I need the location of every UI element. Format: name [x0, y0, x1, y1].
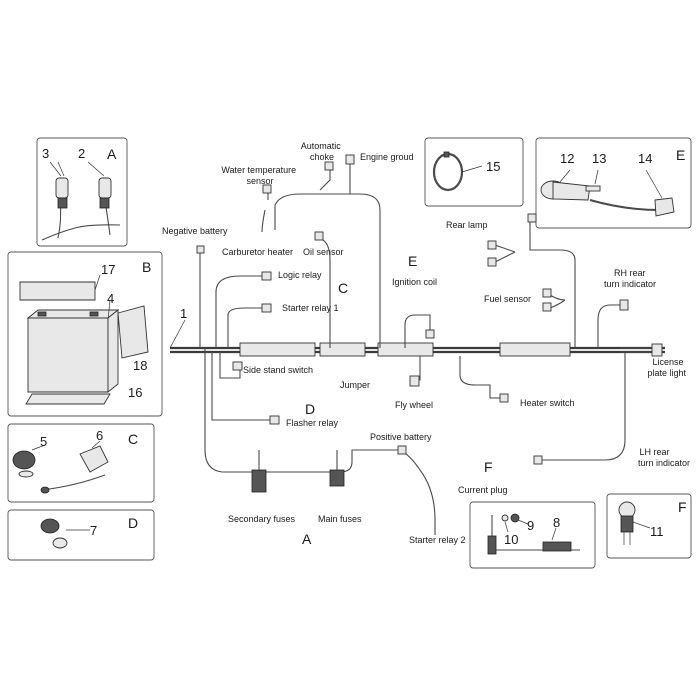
label-automatic-choke: Automatic choke — [301, 141, 344, 162]
part-number-17: 17 — [101, 262, 115, 277]
label-negative-battery: Negative battery — [162, 226, 228, 236]
inset-box-a — [36, 137, 128, 247]
label-lh-rear-line2: turn indicator — [638, 458, 690, 468]
part-number-16: 16 — [128, 385, 142, 400]
section-letter-b: B — [142, 259, 151, 275]
label-rh-rear-line1: RH rear — [614, 268, 646, 278]
label-starter-relay-1: Starter relay 1 — [282, 303, 339, 313]
label-water-temp-line2: sensor — [246, 176, 273, 186]
main-harness — [169, 154, 665, 535]
harness-letter-d: D — [305, 401, 315, 417]
label-jumper: Jumper — [340, 380, 370, 390]
label-positive-battery: Positive battery — [370, 432, 432, 442]
label-automatic-choke-line2: choke — [310, 152, 334, 162]
part-number-11: 11 — [650, 524, 664, 539]
section-letter-e: E — [676, 147, 685, 163]
label-license-line1: License — [652, 357, 683, 367]
label-starter-relay-2: Starter relay 2 — [409, 535, 466, 545]
inset-box-b — [7, 251, 163, 417]
label-license-line2: plate light — [647, 368, 686, 378]
label-rh-rear-line2: turn indicator — [604, 279, 656, 289]
label-fuel-sensor: Fuel sensor — [484, 294, 531, 304]
part-number-12: 12 — [560, 151, 574, 166]
label-engine-ground: Engine groud — [360, 152, 414, 162]
section-letter-a: A — [107, 146, 117, 162]
label-water-temp-sensor: Water temperature sensor — [221, 165, 298, 186]
harness-letter-c: C — [338, 280, 348, 296]
part-number-1: 1 — [180, 306, 187, 321]
label-rear-lamp: Rear lamp — [446, 220, 488, 230]
part-number-7: 7 — [90, 523, 97, 538]
section-letter-c: C — [128, 431, 138, 447]
inset-box-c — [7, 423, 155, 503]
inset-box-d — [7, 509, 155, 561]
part-number-14: 14 — [638, 151, 652, 166]
label-rh-rear-turn: RH rear turn indicator — [604, 268, 656, 289]
part-number-15: 15 — [486, 159, 500, 174]
label-lh-rear-turn: LH rear turn indicator — [638, 447, 690, 468]
part-number-10: 10 — [504, 532, 518, 547]
part-number-13: 13 — [592, 151, 606, 166]
section-letter-d: D — [128, 515, 138, 531]
inset-box-f-small — [469, 501, 596, 569]
label-flasher-relay: Flasher relay — [286, 418, 339, 428]
label-automatic-choke-line1: Automatic — [301, 141, 342, 151]
label-license-plate-light: License plate light — [647, 357, 686, 378]
label-current-plug: Current plug — [458, 485, 508, 495]
part-number-18: 18 — [133, 358, 147, 373]
label-logic-relay: Logic relay — [278, 270, 322, 280]
inset-box-e — [535, 137, 692, 229]
label-carburetor-heater: Carburetor heater — [222, 247, 293, 257]
harness-letter-f: F — [484, 459, 493, 475]
harness-letter-a: A — [302, 531, 312, 547]
part-number-6: 6 — [96, 428, 103, 443]
label-water-temp-line1: Water temperature — [221, 165, 296, 175]
part-number-5: 5 — [40, 434, 47, 449]
label-secondary-fuses: Secondary fuses — [228, 514, 296, 524]
part-number-3: 3 — [42, 146, 49, 161]
harness-letter-e: E — [408, 253, 417, 269]
part-number-2: 2 — [78, 146, 85, 161]
label-heater-switch: Heater switch — [520, 398, 575, 408]
label-ignition-coil: Ignition coil — [392, 277, 437, 287]
label-main-fuses: Main fuses — [318, 514, 362, 524]
label-fly-wheel: Fly wheel — [395, 400, 433, 410]
label-lh-rear-line1: LH rear — [639, 447, 669, 457]
section-letter-f: F — [678, 499, 687, 515]
part-number-8: 8 — [553, 515, 560, 530]
label-side-stand-switch: Side stand switch — [243, 365, 313, 375]
inset-box-15 — [424, 137, 524, 207]
part-number-4: 4 — [107, 291, 114, 306]
part-number-9: 9 — [527, 518, 534, 533]
inset-box-f — [606, 493, 692, 559]
label-oil-sensor: Oil sensor — [303, 247, 344, 257]
